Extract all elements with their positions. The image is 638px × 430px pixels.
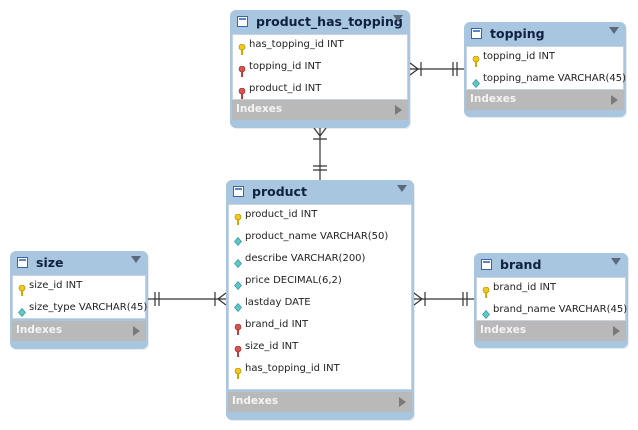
table-header[interactable]: product_has_topping	[230, 10, 410, 34]
primary-key-icon	[234, 210, 242, 225]
column-list: size_id INT size_type VARCHAR(45)	[12, 275, 148, 320]
table-icon	[471, 28, 482, 39]
expand-arrow-icon[interactable]	[613, 326, 620, 336]
column-list: brand_id INT brand_name VARCHAR(45)	[476, 277, 628, 322]
column-label: topping_name VARCHAR(45)	[483, 73, 627, 84]
column-label: has_topping_id INT	[249, 39, 344, 50]
table-header[interactable]: brand	[474, 253, 628, 277]
primary-key-icon	[472, 52, 480, 67]
table-icon	[233, 186, 244, 197]
column-row[interactable]: lastday DATE	[229, 293, 411, 315]
table-header[interactable]: size	[10, 251, 148, 275]
column-label: brand_id INT	[493, 282, 557, 293]
collapse-arrow-icon[interactable]	[131, 256, 141, 263]
foreign-key-icon	[234, 342, 242, 357]
primary-key-icon	[234, 364, 242, 379]
indexes-section[interactable]: Indexes	[228, 392, 412, 412]
table-product-has-topping[interactable]: product_has_topping has_topping_id INT t…	[230, 10, 410, 128]
indexes-label: Indexes	[470, 93, 517, 105]
column-label: topping_id INT	[249, 61, 322, 72]
indexes-label: Indexes	[236, 103, 283, 115]
column-label: has_topping_id INT	[245, 363, 340, 374]
attribute-diamond-icon	[472, 74, 480, 88]
column-label: size_id INT	[245, 341, 299, 352]
column-row[interactable]: topping_id INT	[233, 57, 407, 79]
collapse-arrow-icon[interactable]	[397, 185, 407, 192]
column-row[interactable]: size_type VARCHAR(45)	[13, 298, 148, 320]
indexes-section[interactable]: Indexes	[232, 100, 408, 120]
column-label: topping_id INT	[483, 51, 556, 62]
primary-key-icon	[18, 281, 26, 296]
foreign-key-icon	[234, 320, 242, 335]
expand-arrow-icon[interactable]	[133, 326, 140, 336]
table-name: brand	[500, 257, 542, 272]
collapse-arrow-icon[interactable]	[611, 258, 621, 265]
table-header[interactable]: product	[226, 180, 414, 204]
indexes-section[interactable]: Indexes	[12, 321, 146, 341]
indexes-label: Indexes	[480, 324, 527, 336]
primary-key-icon	[482, 283, 490, 298]
table-name: topping	[490, 26, 545, 41]
table-icon	[237, 16, 248, 27]
attribute-diamond-icon	[234, 276, 242, 290]
column-row[interactable]: brand_id INT	[229, 315, 411, 337]
column-label: brand_name VARCHAR(45)	[493, 304, 628, 315]
column-row[interactable]: product_id INT	[233, 79, 407, 101]
expand-arrow-icon[interactable]	[399, 397, 406, 407]
column-row[interactable]: topping_name VARCHAR(45)	[467, 69, 627, 91]
column-row[interactable]: product_id INT	[229, 205, 411, 227]
table-header[interactable]: topping	[464, 22, 626, 46]
table-icon	[481, 259, 492, 270]
foreign-key-icon	[238, 62, 246, 77]
expand-arrow-icon[interactable]	[395, 105, 402, 115]
attribute-diamond-icon	[482, 305, 490, 319]
column-row[interactable]: topping_id INT	[467, 47, 623, 69]
column-label: size_type VARCHAR(45)	[29, 302, 148, 313]
table-product[interactable]: product product_id INT product_name VARC…	[226, 180, 414, 420]
column-list: topping_id INT topping_name VARCHAR(45)	[466, 46, 627, 91]
column-row[interactable]: brand_name VARCHAR(45)	[477, 300, 628, 322]
table-topping[interactable]: topping topping_id INT topping_name VARC…	[464, 22, 626, 117]
foreign-key-icon	[238, 84, 246, 99]
attribute-diamond-icon	[18, 303, 26, 317]
column-row[interactable]: price DECIMAL(6,2)	[229, 271, 411, 293]
attribute-diamond-icon	[234, 254, 242, 268]
column-row[interactable]: describe VARCHAR(200)	[229, 249, 411, 271]
column-label: describe VARCHAR(200)	[245, 253, 366, 264]
column-row[interactable]: product_name VARCHAR(50)	[229, 227, 411, 249]
column-label: price DECIMAL(6,2)	[245, 275, 342, 286]
table-brand[interactable]: brand brand_id INT brand_name VARCHAR(45…	[474, 253, 628, 348]
column-label: product_name VARCHAR(50)	[245, 231, 389, 242]
collapse-arrow-icon[interactable]	[609, 27, 619, 34]
indexes-label: Indexes	[232, 395, 279, 407]
attribute-diamond-icon	[234, 232, 242, 246]
column-row[interactable]: brand_id INT	[477, 278, 625, 300]
column-list: has_topping_id INT topping_id INT produc…	[232, 34, 408, 100]
column-label: size_id INT	[29, 280, 83, 291]
column-row[interactable]: has_topping_id INT	[229, 359, 411, 381]
indexes-section[interactable]: Indexes	[476, 321, 626, 341]
column-label: product_id INT	[245, 209, 318, 220]
table-size[interactable]: size size_id INT size_type VARCHAR(45) I…	[10, 251, 148, 349]
collapse-arrow-icon[interactable]	[393, 15, 403, 22]
table-name: product_has_topping	[256, 14, 403, 29]
attribute-diamond-icon	[234, 298, 242, 312]
expand-arrow-icon[interactable]	[611, 95, 618, 105]
column-row[interactable]: has_topping_id INT	[233, 35, 407, 57]
table-icon	[17, 257, 28, 268]
column-label: lastday DATE	[245, 297, 311, 308]
column-list: product_id INT product_name VARCHAR(50) …	[228, 204, 412, 390]
column-label: product_id INT	[249, 83, 322, 94]
column-label: brand_id INT	[245, 319, 309, 330]
indexes-section[interactable]: Indexes	[466, 90, 624, 110]
table-name: product	[252, 184, 307, 199]
table-name: size	[36, 255, 64, 270]
column-row[interactable]: size_id INT	[229, 337, 411, 359]
column-row[interactable]: size_id INT	[13, 276, 145, 298]
indexes-label: Indexes	[16, 324, 63, 336]
primary-key-icon	[238, 40, 246, 55]
